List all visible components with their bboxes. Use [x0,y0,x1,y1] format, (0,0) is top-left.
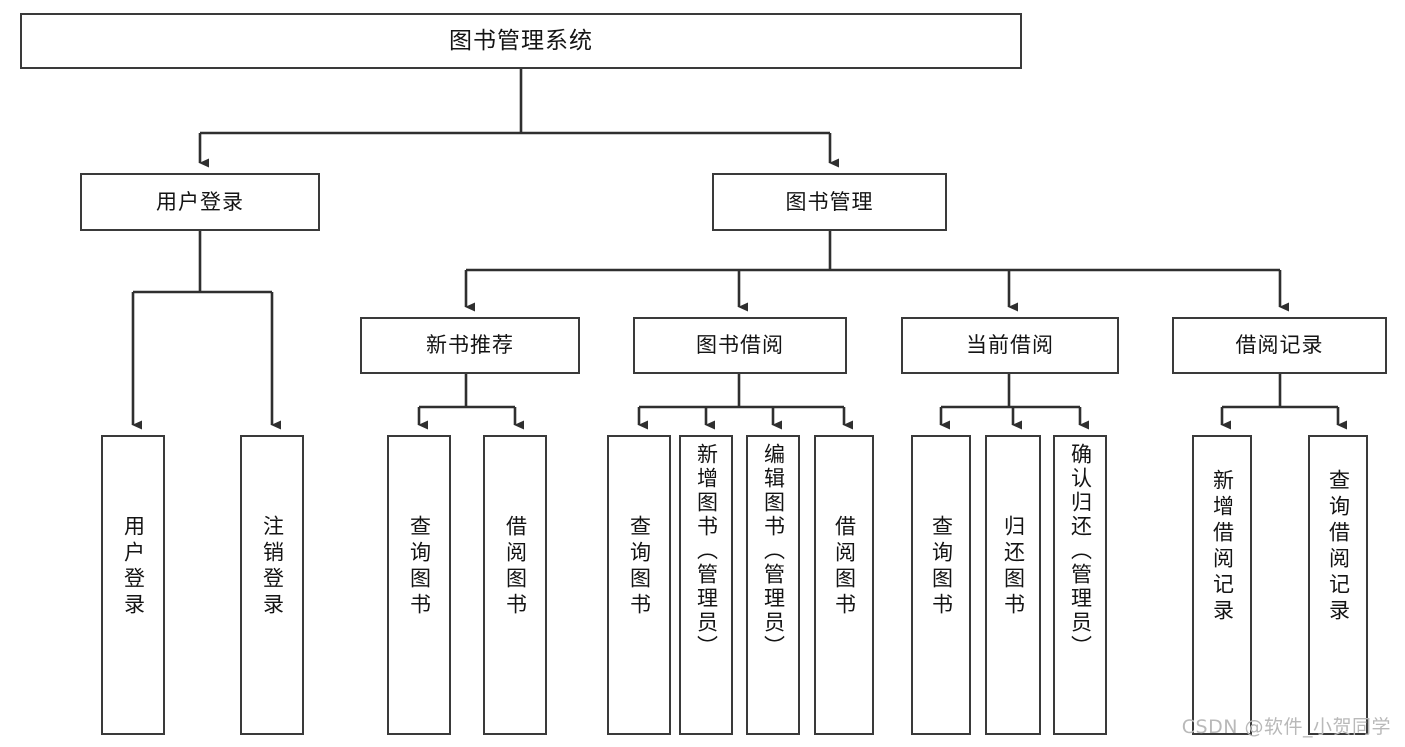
watermark-text: CSDN @软件_小贺同学 [1181,716,1391,738]
node-book-manage-label: 图书管理 [785,189,874,214]
node-user-login[interactable]: 用户登录 [80,173,320,231]
node-leaf-add-book[interactable]: 新增图书（管理员） [679,435,733,735]
node-current-borrow-label: 当前借阅 [966,333,1054,358]
node-leaf-query-book-3-label: 查询图书 [929,515,954,619]
node-leaf-query-book-1-label: 查询图书 [407,515,432,619]
node-new-book-rec[interactable]: 新书推荐 [360,317,580,374]
node-leaf-add-record[interactable]: 新增借阅记录 [1192,435,1252,735]
node-leaf-add-record-label: 新增借阅记录 [1210,469,1235,625]
node-leaf-borrow-book-1-label: 借阅图书 [503,515,528,619]
node-leaf-query-book-1[interactable]: 查询图书 [387,435,451,735]
node-leaf-user-login[interactable]: 用户登录 [101,435,165,735]
node-leaf-query-record-label: 查询借阅记录 [1326,469,1351,625]
node-book-borrow[interactable]: 图书借阅 [633,317,847,374]
node-borrow-record-label: 借阅记录 [1235,333,1324,358]
node-leaf-confirm-return[interactable]: 确认归还（管理员） [1053,435,1107,735]
node-leaf-return-book-label: 归还图书 [1001,515,1026,619]
node-leaf-logout[interactable]: 注销登录 [240,435,304,735]
node-leaf-query-book-2-label: 查询图书 [627,515,652,619]
node-leaf-edit-book[interactable]: 编辑图书（管理员） [746,435,800,735]
node-leaf-edit-book-label: 编辑图书（管理员） [761,443,786,659]
node-leaf-return-book[interactable]: 归还图书 [985,435,1041,735]
node-book-manage[interactable]: 图书管理 [712,173,947,231]
node-current-borrow[interactable]: 当前借阅 [901,317,1119,374]
node-leaf-borrow-book-1[interactable]: 借阅图书 [483,435,547,735]
node-root[interactable]: 图书管理系统 [20,13,1022,69]
node-leaf-user-login-label: 用户登录 [121,515,146,619]
node-user-login-label: 用户登录 [156,189,244,214]
node-leaf-borrow-book-2-label: 借阅图书 [832,515,857,619]
node-leaf-query-book-3[interactable]: 查询图书 [911,435,971,735]
node-leaf-confirm-return-label: 确认归还（管理员） [1068,443,1093,659]
node-leaf-borrow-book-2[interactable]: 借阅图书 [814,435,874,735]
node-new-book-rec-label: 新书推荐 [426,333,514,358]
node-borrow-record[interactable]: 借阅记录 [1172,317,1387,374]
node-root-label: 图书管理系统 [449,27,593,54]
node-book-borrow-label: 图书借阅 [696,333,784,358]
node-leaf-logout-label: 注销登录 [260,515,285,619]
node-leaf-query-record[interactable]: 查询借阅记录 [1308,435,1368,735]
node-leaf-add-book-label: 新增图书（管理员） [694,443,719,659]
node-leaf-query-book-2[interactable]: 查询图书 [607,435,671,735]
